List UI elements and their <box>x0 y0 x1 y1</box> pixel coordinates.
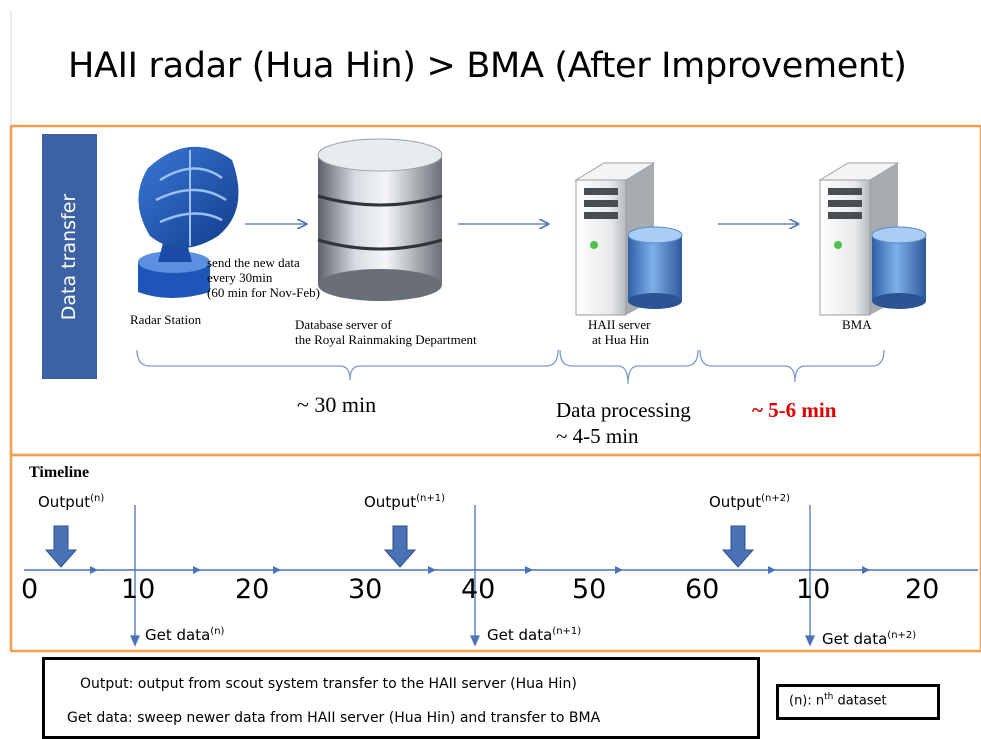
bma-server-icon <box>818 162 927 316</box>
output-label-n1: Output(n+1) <box>364 493 445 511</box>
tick-label: 10 <box>121 574 156 605</box>
database-server-icon <box>317 138 443 301</box>
brace-processing <box>559 349 699 385</box>
tick-label: 0 <box>21 574 39 605</box>
brace-transfer <box>136 349 559 381</box>
database-label-line2: the Royal Rainmaking Department <box>295 332 477 347</box>
send-note-line2: every 30min <box>207 270 273 285</box>
processing-duration: ~ 4-5 min <box>556 424 639 448</box>
timeline-title: Timeline <box>29 464 90 481</box>
timeline-frame <box>9 453 981 653</box>
tick-label: 20 <box>905 574 940 605</box>
tick-label: 10 <box>796 574 831 605</box>
output-label-n: Output(n) <box>38 493 105 511</box>
sidebar-label-block: Data transfer <box>42 134 97 379</box>
tick-label: 30 <box>348 574 383 605</box>
tick-label: 50 <box>572 574 607 605</box>
legend-output-definition: Output: output from scout system transfe… <box>80 676 577 692</box>
haii-label-line1: HAII server <box>588 317 651 332</box>
legend-box <box>42 657 760 739</box>
haii-server-icon <box>574 162 683 316</box>
dataset-note-box <box>776 684 940 720</box>
haii-label-line2: at Hua Hin <box>592 332 650 347</box>
get-data-label-n: Get data(n) <box>145 626 225 644</box>
page-title: HAII radar (Hua Hin) > BMA (After Improv… <box>68 46 907 86</box>
database-label-line1: Database server of <box>295 317 392 332</box>
bma-label: BMA <box>842 317 872 332</box>
processing-label: Data processing <box>556 398 691 422</box>
legend-getdata-definition: Get data: sweep newer data from HAII ser… <box>67 710 601 726</box>
get-data-lines <box>129 505 816 647</box>
output-label-n2: Output(n+2) <box>709 493 790 511</box>
get-data-label-n1: Get data(n+1) <box>487 626 582 644</box>
tick-label: 60 <box>685 574 720 605</box>
output-arrows <box>44 525 755 568</box>
sidebar-label: Data transfer <box>58 193 81 320</box>
send-note-line3: (60 min for Nov-Feb) <box>207 285 321 300</box>
bma-duration: ~ 5-6 min <box>752 398 837 422</box>
timeline-axis-arrowheads <box>90 566 870 574</box>
radar-station-label: Radar Station <box>130 312 202 327</box>
send-note-line1: send the new data <box>207 255 300 270</box>
tick-label: 40 <box>461 574 496 605</box>
dataset-note: (n): nth dataset <box>789 692 887 709</box>
radar-dish-icon <box>138 146 239 298</box>
tick-label: 20 <box>235 574 270 605</box>
transfer-duration: ~ 30 min <box>297 392 377 417</box>
get-data-label-n2: Get data(n+2) <box>822 630 917 648</box>
brace-bma <box>699 349 885 383</box>
